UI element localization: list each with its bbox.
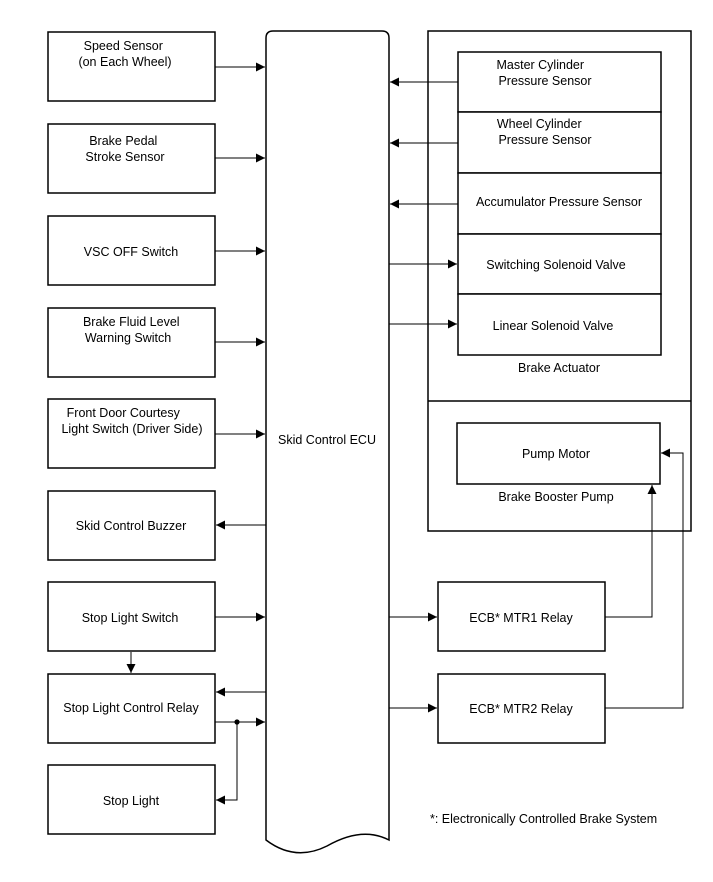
brake-fluid-level-warning-switch-label: Brake Fluid Level Warning Switch [83, 315, 183, 345]
accumulator-pressure-sensor-label: Accumulator Pressure Sensor [476, 195, 642, 209]
vsc-off-switch-label: VSC OFF Switch [84, 245, 179, 259]
linear-solenoid-valve-box: Linear Solenoid Valve [457, 293, 662, 356]
skid-control-buzzer-box: Skid Control Buzzer [47, 490, 216, 561]
stop-light-control-relay-label: Stop Light Control Relay [63, 701, 199, 715]
skid-control-ecu-label: Skid Control ECU [278, 433, 376, 447]
skid-control-buzzer-label: Skid Control Buzzer [76, 519, 186, 533]
speed-sensor-label: Speed Sensor (on Each Wheel) [78, 39, 171, 69]
brake-booster-pump-label: Brake Booster Pump [498, 490, 613, 504]
brake-fluid-level-warning-switch-box: Brake Fluid Level Warning Switch [47, 307, 216, 378]
linear-solenoid-valve-label: Linear Solenoid Valve [493, 319, 614, 333]
switching-solenoid-valve-box: Switching Solenoid Valve [457, 233, 662, 295]
stop-light-box: Stop Light [47, 764, 216, 835]
brake-pedal-stroke-sensor-label: Brake Pedal Stroke Sensor [85, 134, 164, 164]
master-cylinder-pressure-sensor-box: Master Cylinder Pressure Sensor [457, 51, 662, 113]
accumulator-pressure-sensor-box: Accumulator Pressure Sensor [457, 172, 662, 235]
stop-light-switch-label: Stop Light Switch [82, 611, 179, 625]
pump-motor-box: Pump Motor [456, 422, 661, 485]
ecb-mtr1-relay-box: ECB* MTR1 Relay [437, 581, 606, 652]
footnote: *: Electronically Controlled Brake Syste… [430, 812, 657, 826]
vsc-off-switch-box: VSC OFF Switch [47, 215, 216, 286]
speed-sensor-box: Speed Sensor (on Each Wheel) [47, 31, 216, 102]
ecb-mtr1-relay-label: ECB* MTR1 Relay [469, 611, 573, 625]
ecb-mtr2-relay-box: ECB* MTR2 Relay [437, 673, 606, 744]
wheel-cylinder-pressure-sensor-box: Wheel Cylinder Pressure Sensor [457, 111, 662, 174]
brake-pedal-stroke-sensor-box: Brake Pedal Stroke Sensor [47, 123, 216, 194]
front-door-courtesy-light-switch-box: Front Door Courtesy Light Switch (Driver… [47, 398, 216, 469]
stop-light-control-relay-box: Stop Light Control Relay [47, 673, 216, 744]
front-door-courtesy-light-switch-label: Front Door Courtesy Light Switch (Driver… [61, 406, 202, 436]
ecb-mtr2-relay-label: ECB* MTR2 Relay [469, 702, 573, 716]
wheel-cylinder-pressure-sensor-label: Wheel Cylinder Pressure Sensor [497, 117, 592, 147]
skid-control-ecu: Skid Control ECU [265, 30, 390, 854]
brake-actuator-label: Brake Actuator [518, 361, 600, 375]
stop-light-switch-box: Stop Light Switch [47, 581, 216, 652]
switching-solenoid-valve-label: Switching Solenoid Valve [486, 258, 625, 272]
master-cylinder-pressure-sensor-label: Master Cylinder Pressure Sensor [496, 58, 591, 88]
mtr2-relay-to-pump-motor-arrow [605, 448, 684, 709]
pump-motor-label: Pump Motor [522, 447, 590, 461]
mtr1-relay-to-pump-motor-arrow [605, 485, 657, 618]
brake-actuator-group: Brake Actuator [427, 30, 692, 532]
stop-light-label: Stop Light [103, 794, 160, 808]
relay-to-stop-light-arrow [216, 722, 238, 805]
